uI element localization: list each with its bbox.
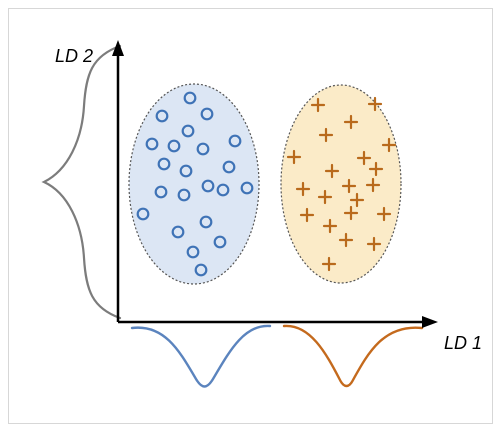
orange-plus-marker-13 — [317, 189, 333, 205]
orange-plus-markers — [286, 96, 397, 272]
blue-circle-marker-18 — [199, 215, 213, 229]
ld2-axis-label: LD 2 — [55, 46, 93, 66]
blue-circle-marker-13 — [154, 185, 168, 199]
blue-class-ellipse — [128, 83, 260, 285]
orange-plus-marker-5 — [381, 137, 397, 153]
blue-circle-marker-5 — [145, 137, 159, 151]
orange-ld1-distribution-curve — [282, 324, 424, 388]
blue-circle-marker-11 — [222, 160, 236, 174]
orange-class-ellipse — [280, 84, 402, 284]
orange-plus-marker-10 — [295, 181, 311, 197]
blue-circle-marker-16 — [240, 181, 254, 195]
ld1-axis-label: LD 1 — [444, 333, 482, 353]
orange-plus-marker-16 — [343, 205, 359, 221]
blue-circle-marker-21 — [186, 245, 200, 259]
orange-plus-marker-4 — [318, 127, 334, 143]
orange-plus-marker-3 — [343, 114, 359, 130]
blue-circle-marker-19 — [171, 225, 185, 239]
blue-circle-marker-1 — [183, 91, 197, 105]
orange-plus-marker-7 — [356, 150, 372, 166]
blue-circle-marker-2 — [155, 109, 169, 123]
orange-plus-marker-6 — [286, 149, 302, 165]
orange-plus-marker-2 — [367, 96, 383, 112]
blue-circle-marker-8 — [196, 142, 210, 156]
blue-circle-marker-7 — [228, 134, 242, 148]
ld2-distribution-curve — [41, 44, 122, 320]
blue-circle-marker-9 — [157, 157, 171, 171]
axes — [112, 40, 438, 328]
orange-plus-marker-9 — [368, 161, 384, 177]
diagram-frame — [8, 8, 493, 424]
orange-plus-marker-18 — [376, 206, 392, 222]
orange-plus-marker-1 — [310, 97, 326, 113]
blue-circle-marker-20 — [213, 235, 227, 249]
blue-circle-marker-12 — [201, 179, 215, 193]
blue-circle-marker-6 — [167, 139, 181, 153]
orange-plus-marker-11 — [341, 178, 357, 194]
orange-plus-marker-14 — [349, 192, 365, 208]
orange-plus-marker-20 — [366, 236, 382, 252]
blue-circle-marker-4 — [181, 124, 195, 138]
class-ellipses — [128, 83, 402, 285]
blue-circle-marker-22 — [194, 263, 208, 277]
orange-plus-marker-19 — [338, 232, 354, 248]
arrow-up-icon — [112, 40, 124, 56]
orange-plus-marker-12 — [365, 177, 381, 193]
blue-circle-marker-3 — [200, 107, 214, 121]
blue-circle-marker-10 — [179, 164, 193, 178]
blue-circle-marker-15 — [216, 183, 230, 197]
orange-plus-marker-8 — [324, 163, 340, 179]
blue-circle-markers — [136, 91, 254, 277]
orange-plus-marker-17 — [322, 218, 338, 234]
orange-plus-marker-15 — [299, 207, 315, 223]
blue-ld1-distribution-curve — [130, 324, 272, 388]
orange-plus-marker-21 — [321, 256, 337, 272]
blue-circle-marker-17 — [136, 207, 150, 221]
blue-circle-marker-14 — [177, 188, 191, 202]
arrow-right-icon — [422, 316, 438, 328]
